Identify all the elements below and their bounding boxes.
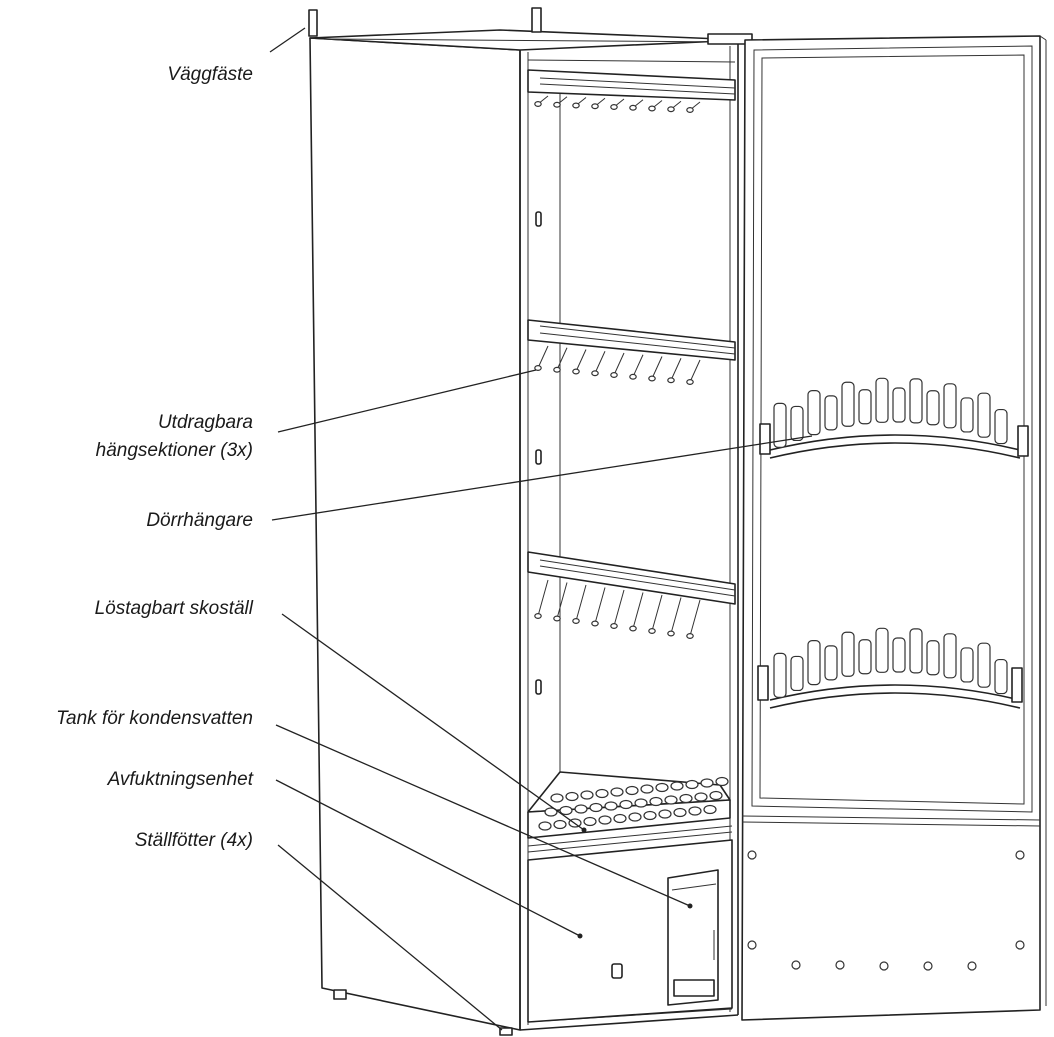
foot-front — [499, 1027, 513, 1036]
label-condensate-tank: Tank för kondensvatten — [56, 708, 253, 729]
label-shoe-rack: Löstagbart skoställ — [95, 598, 254, 619]
unit-switch — [611, 963, 623, 979]
leader-shoe-rack — [281, 613, 585, 831]
label-hanging-sections-line1: Utdragbara — [158, 412, 253, 433]
cabinet-side-panel — [309, 37, 521, 1031]
hanging-section-bottom — [527, 551, 736, 639]
label-feet: Ställfötter (4x) — [135, 830, 253, 851]
foot-left — [333, 989, 347, 1000]
hanging-section-middle — [527, 319, 736, 386]
callout-labels: Väggfäste Utdragbara hängsektioner (3x) … — [56, 64, 254, 851]
leader-dehumidifier — [275, 779, 581, 937]
leader-condensate-tank — [275, 724, 691, 907]
shoe-rack — [527, 771, 733, 853]
cabinet-body — [308, 7, 753, 1036]
hanging-section-top — [527, 69, 736, 113]
tank-handle — [673, 979, 715, 997]
label-hanging-sections-line2: hängsektioner (3x) — [96, 440, 253, 461]
wall-bracket-right — [531, 7, 542, 33]
wall-bracket-left — [308, 9, 318, 37]
leader-door-hanger — [271, 435, 813, 521]
leader-lines — [269, 27, 813, 1031]
condensate-tank — [667, 869, 719, 1006]
door-hanger-lower — [757, 627, 1023, 709]
leader-wall-bracket — [269, 27, 306, 53]
label-dehumidifier: Avfuktningsenhet — [107, 769, 254, 790]
leader-hanging-sections — [277, 369, 537, 433]
leader-feet — [277, 844, 503, 1031]
cabinet-door — [741, 35, 1047, 1021]
label-door-hanger: Dörrhängare — [146, 510, 253, 531]
label-wall-bracket: Väggfäste — [167, 64, 253, 85]
top-hinge — [707, 33, 753, 45]
door-hanger-upper — [759, 377, 1029, 459]
